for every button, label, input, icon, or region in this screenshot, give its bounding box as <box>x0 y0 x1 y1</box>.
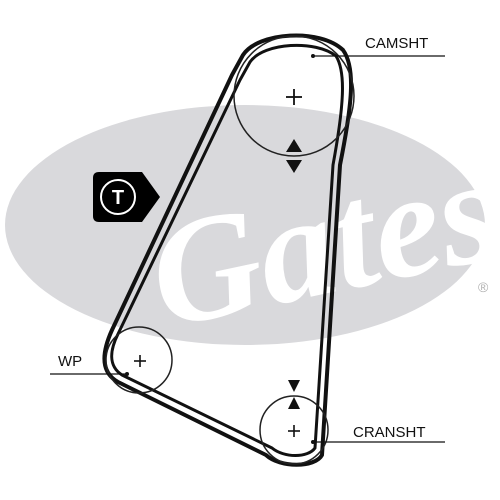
watermark-ellipse <box>5 105 485 345</box>
camshaft-center-mark <box>286 89 302 105</box>
crankshaft-label: CRANSHT <box>353 424 426 441</box>
crankshaft-timing-mark-icon <box>288 380 300 409</box>
camshaft-pulley-circle <box>233 35 355 157</box>
timing-belt <box>102 33 354 467</box>
crankshaft-leader-dot <box>311 440 315 444</box>
registered-mark: ® <box>478 279 489 295</box>
water-pump-pulley: WP <box>50 326 173 394</box>
water-pump-label: WP <box>58 353 82 370</box>
camshaft-pulley: CAMSHT <box>233 35 445 173</box>
belt-inner-edge <box>110 43 344 457</box>
tensioner-label: T <box>112 187 124 209</box>
water-pump-center-mark <box>134 355 146 367</box>
water-pump-leader-dot <box>125 372 129 376</box>
crankshaft-pulley: CRANSHT <box>259 380 445 465</box>
tensioner-marker: T <box>93 172 160 222</box>
tensioner-icon <box>100 179 136 215</box>
belt-outer-edge <box>102 33 354 467</box>
camshaft-timing-mark-icon <box>286 139 302 173</box>
water-pump-pulley-circle <box>105 326 173 394</box>
crankshaft-pulley-circle <box>259 395 329 465</box>
crankshaft-center-mark <box>288 425 300 437</box>
gates-watermark: Gates ® <box>5 105 500 360</box>
camshaft-leader-dot <box>311 54 315 58</box>
camshaft-label: CAMSHT <box>365 35 428 52</box>
